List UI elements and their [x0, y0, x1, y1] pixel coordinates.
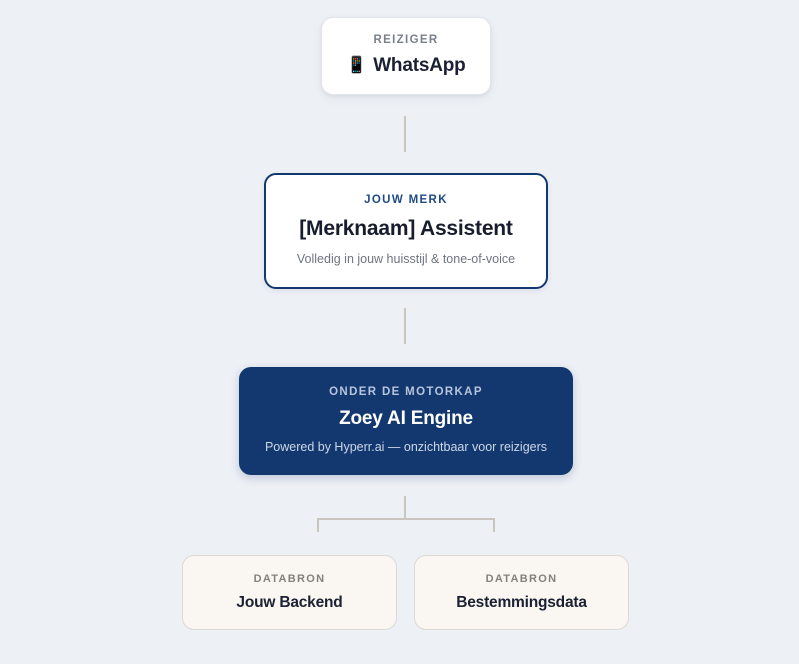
node-traveller-title: WhatsApp	[373, 55, 466, 77]
connector-engine-stem	[404, 496, 406, 520]
connector-brand-to-engine	[404, 308, 406, 344]
connector-split-bar	[317, 518, 495, 520]
node-brand-title: [Merknaam] Assistent	[299, 217, 513, 241]
node-destination-eyebrow: DATABRON	[485, 572, 558, 585]
connector-drop-to-destination	[493, 518, 495, 532]
node-zoey-ai-engine[interactable]: ONDER DE MOTORKAP Zoey AI Engine Powered…	[239, 367, 573, 475]
connector-traveller-to-brand	[404, 116, 406, 152]
node-engine-subtitle: Powered by Hyperr.ai — onzichtbaar voor …	[264, 440, 548, 455]
node-brand-eyebrow: JOUW MERK	[364, 193, 448, 206]
node-datasource-backend[interactable]: DATABRON Jouw Backend	[182, 555, 397, 630]
node-datasource-destination[interactable]: DATABRON Bestemmingsdata	[414, 555, 629, 630]
node-traveller-eyebrow: REIZIGER	[373, 33, 439, 46]
node-engine-title: Zoey AI Engine	[339, 408, 473, 430]
node-backend-title: Jouw Backend	[236, 593, 343, 611]
node-traveller-whatsapp[interactable]: REIZIGER 📱 WhatsApp	[321, 17, 491, 95]
node-backend-eyebrow: DATABRON	[253, 572, 326, 585]
node-brand-assistant[interactable]: JOUW MERK [Merknaam] Assistent Volledig …	[264, 173, 548, 289]
mobile-phone-icon: 📱	[346, 57, 367, 75]
node-brand-subtitle: Volledig in jouw huisstijl & tone-of-voi…	[296, 252, 516, 267]
node-traveller-title-row: 📱 WhatsApp	[346, 55, 465, 77]
connector-drop-to-backend	[317, 518, 319, 532]
node-engine-eyebrow: ONDER DE MOTORKAP	[329, 385, 483, 398]
node-destination-title: Bestemmingsdata	[456, 593, 587, 611]
